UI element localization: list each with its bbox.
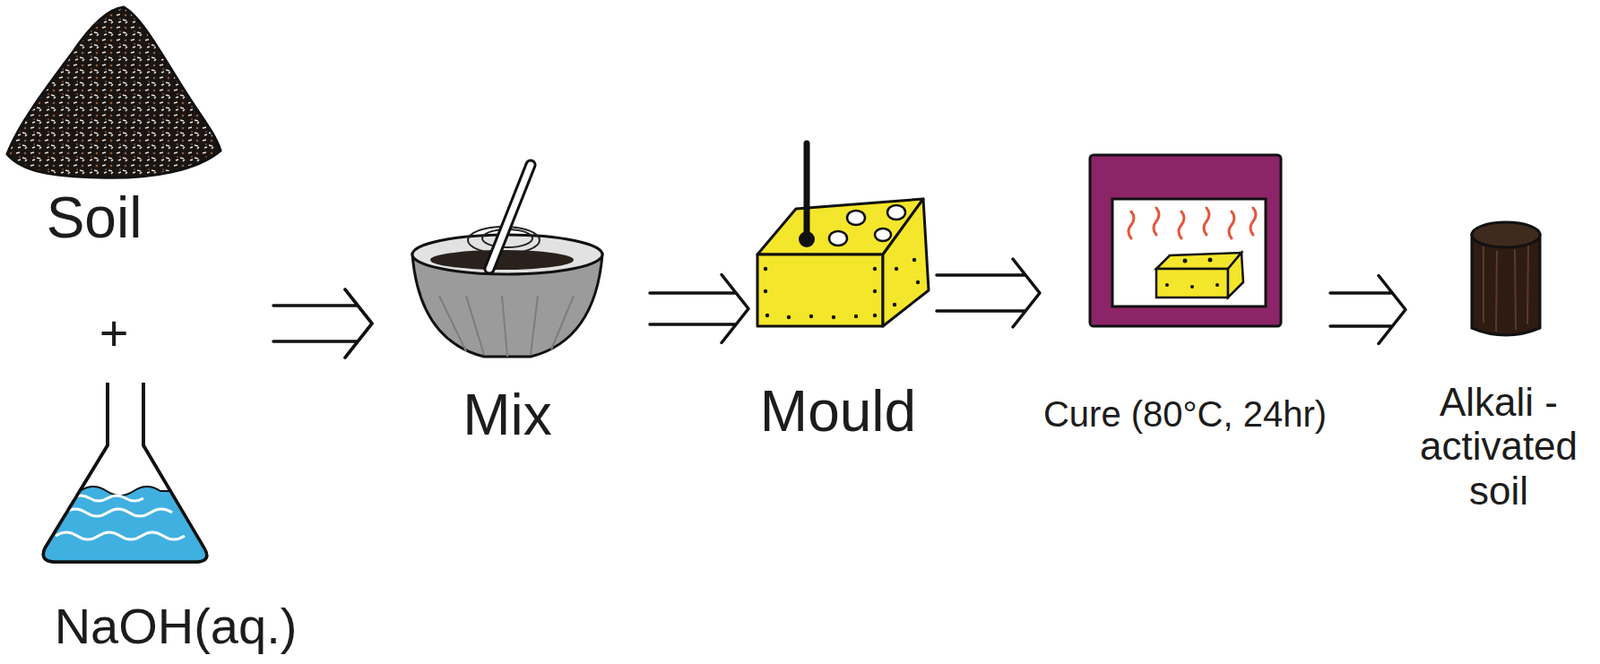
heat-waves <box>1128 207 1256 239</box>
process-step: Mix <box>371 134 650 485</box>
oven-body <box>1089 155 1281 327</box>
cylinder-streaks <box>1483 243 1529 332</box>
flask-outline <box>43 382 207 563</box>
oven-mould-side <box>1228 252 1244 298</box>
ingredient-box: Soil <box>3 3 274 306</box>
bowl-rim <box>412 234 603 275</box>
step-label: Cure (80°C, 24hr) <box>1043 394 1327 435</box>
plus-sign: + <box>99 308 130 359</box>
step-label: Soil <box>46 186 143 251</box>
process-arrow <box>936 259 1040 328</box>
mould-side <box>882 198 929 327</box>
process-arrow <box>273 289 372 358</box>
process-arrow <box>1330 276 1406 345</box>
soil-pile <box>7 7 221 178</box>
flask-liquid <box>43 486 207 563</box>
mould-hole <box>847 210 865 225</box>
mould-hole <box>829 231 848 246</box>
mould-dots <box>763 258 920 320</box>
spoon-outline <box>489 164 531 269</box>
spoon <box>489 164 531 269</box>
oven-window <box>1112 198 1266 307</box>
cylinder-top <box>1471 222 1540 248</box>
mould-rod <box>804 143 811 235</box>
ingredient-box: NaOH(aq.) <box>40 341 306 662</box>
step-label: Mix <box>462 383 553 449</box>
flask-outline-top <box>43 382 207 563</box>
process-step: Cure (80°C, 24hr) <box>1039 134 1331 458</box>
liquid-waves <box>55 495 185 540</box>
oven-mould-dots <box>1165 258 1220 290</box>
product-box: Alkali -activated soil <box>1405 179 1594 538</box>
mould-hole <box>887 205 906 220</box>
step-label: Mould <box>760 380 917 445</box>
oven-mould-front <box>1156 268 1229 298</box>
step-label: Alkali -activated soil <box>1409 380 1589 513</box>
process-step: Mould <box>748 125 937 467</box>
bowl-stripes <box>439 295 574 357</box>
product-cylinder <box>1471 234 1540 336</box>
mould-front <box>757 254 883 327</box>
step-label: NaOH(aq.) <box>54 598 298 656</box>
mould-rod-end <box>798 231 815 248</box>
process-arrow <box>273 289 372 358</box>
process-arrow <box>649 275 749 344</box>
mould-hole <box>874 228 891 242</box>
